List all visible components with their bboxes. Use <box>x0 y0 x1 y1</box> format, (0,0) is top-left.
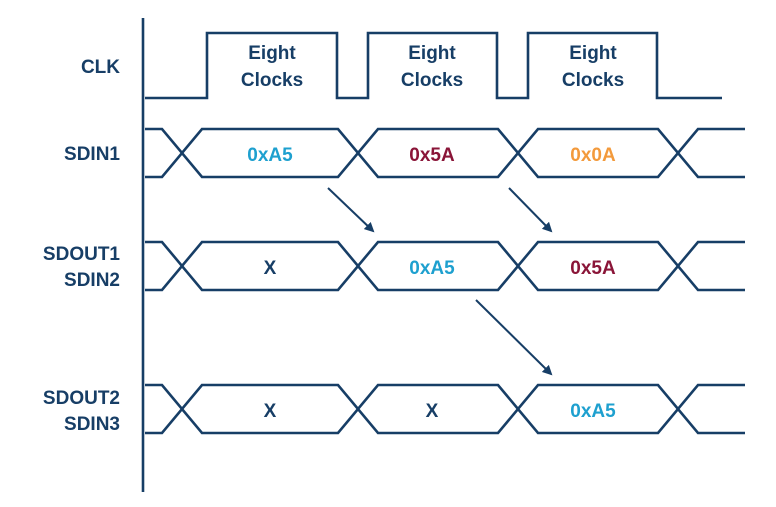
clk-pulse-2-line2: Clocks <box>401 70 463 91</box>
label-sdout1: SDOUT1 <box>43 244 121 265</box>
sdout1-cell-2: 0xA5 <box>409 258 455 279</box>
clk-pulse-1-line1: Eight <box>248 43 296 64</box>
sdout2-cell-2: X <box>426 401 439 422</box>
arrow-sdout1-to-sdout2 <box>475 299 553 376</box>
sdout1-sdin2-bus <box>145 240 745 292</box>
sdout2-cell-1: X <box>264 401 277 422</box>
arrow-sdin1-to-sdout1-a <box>327 187 375 233</box>
sdin1-bus-top <box>145 127 745 156</box>
sdout2-sdin3-bus <box>145 383 745 435</box>
sdout2-bus-bottom <box>145 406 745 435</box>
sdout1-cell-1: X <box>264 258 277 279</box>
sdout1-bus-bottom <box>145 263 745 292</box>
sdout1-cell-3: 0x5A <box>570 258 616 279</box>
sdin1-cell-2: 0x5A <box>409 145 455 166</box>
label-sdin1: SDIN1 <box>64 144 120 165</box>
label-sdin2: SDIN2 <box>64 270 120 291</box>
sdin1-bus-bottom <box>145 150 745 179</box>
clk-pulse-3-line2: Clocks <box>562 70 624 91</box>
clk-pulse-3-line1: Eight <box>569 43 617 64</box>
clk-waveform <box>145 31 722 100</box>
label-sdout2: SDOUT2 <box>43 388 120 409</box>
sdin1-bus <box>145 127 745 179</box>
sdin1-cell-3: 0x0A <box>570 145 616 166</box>
sdout2-cell-3: 0xA5 <box>570 401 616 422</box>
sdin1-cell-1: 0xA5 <box>247 145 293 166</box>
sdout1-bus-top <box>145 240 745 269</box>
clk-pulse-2-line1: Eight <box>408 43 456 64</box>
sdout2-bus-top <box>145 383 745 412</box>
label-clk: CLK <box>81 57 120 78</box>
clk-pulse-1-line2: Clocks <box>241 70 303 91</box>
label-sdin3: SDIN3 <box>64 414 120 435</box>
arrow-sdin1-to-sdout1-b <box>508 187 553 233</box>
